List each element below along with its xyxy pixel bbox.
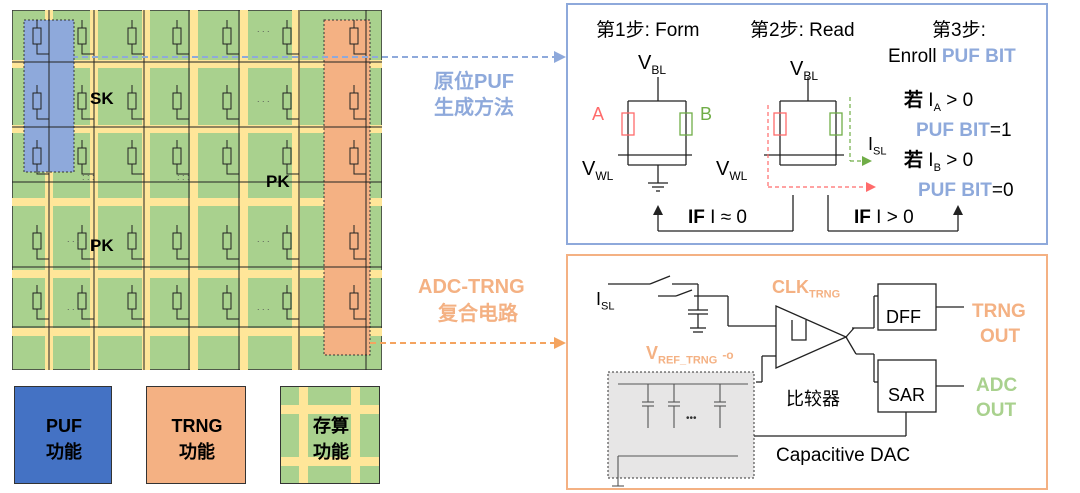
adc-out-2: OUT <box>976 400 1017 421</box>
legend-puf-line2: 功能 <box>46 442 82 462</box>
trng-vref: VREF_TRNG -o <box>646 343 734 367</box>
puf-rule-a: 若 IA > 0 <box>904 90 974 114</box>
puf-if-2: IF I > 0 <box>854 207 914 228</box>
puf-if-1: IF I ≈ 0 <box>688 207 748 228</box>
puf-vwl-1: VWL <box>582 158 614 183</box>
trng-sar: SAR <box>888 385 926 405</box>
trng-panel: ISL CLKTRNG VREF_TRNG -o DFF SAR TRNG OU… <box>566 254 1048 490</box>
svg-text:: : :: : : : <box>177 172 190 182</box>
trng-out-1: TRNG <box>972 301 1026 322</box>
cdac-box <box>607 371 755 479</box>
puf-isl: ISL <box>868 134 887 158</box>
trng-circuit <box>607 275 964 487</box>
puf-circuit <box>618 77 963 232</box>
puf-step3-bit: PUF BIT <box>941 46 1016 67</box>
array-label-pk-2: PK <box>90 236 114 255</box>
puf-step3-enroll: Enroll <box>888 46 937 67</box>
svg-text:. . .: . . . <box>257 302 270 312</box>
adc-trng-line1: ADC-TRNG <box>418 276 525 298</box>
puf-panel: 第1步: Form 第2步: Read 第3步: Enroll PUF BIT … <box>566 3 1048 245</box>
puf-step3-line1: 第3步: <box>932 20 986 41</box>
trng-column <box>323 19 371 356</box>
trng-out-2: OUT <box>980 326 1021 347</box>
puf-step1: 第1步: Form <box>596 20 700 41</box>
legend-trng-line1: TRNG <box>171 416 223 436</box>
puf-rule-b: 若 IB > 0 <box>904 150 974 174</box>
adc-out-1: ADC <box>976 375 1018 396</box>
puf-rule-a-result: PUF BIT=1 <box>916 120 1012 141</box>
adc-trng-line2: 复合电路 <box>438 303 518 325</box>
puf-method-line1: 原位PUF <box>434 71 514 93</box>
puf-step3-line2: Enroll PUF BIT <box>888 47 1016 66</box>
puf-step2: 第2步: Read <box>750 20 855 41</box>
cdac-label: Capacitive DAC <box>776 445 911 466</box>
legend-trng-line2: 功能 <box>179 442 215 462</box>
svg-text:. . .: . . . <box>257 234 270 244</box>
svg-text:: : :: : : : <box>82 172 95 182</box>
svg-text:. . .: . . . <box>257 94 270 104</box>
array-label-sk: SK <box>90 89 114 108</box>
puf-label-a: A <box>592 104 605 124</box>
trng-dff: DFF <box>886 307 921 327</box>
puf-vbl-2: VBL <box>790 58 819 83</box>
trng-clk: CLKTRNG <box>772 277 841 301</box>
legend-compute-line2: 功能 <box>313 442 349 462</box>
legend-trng: TRNG 功能 <box>146 386 246 484</box>
cdac-ellipsis: ••• <box>686 413 697 424</box>
trng-isl: ISL <box>596 289 615 313</box>
legend-compute: 存算 功能 <box>280 386 380 484</box>
puf-method-line2: 生成方法 <box>434 97 514 119</box>
legend-puf-line1: PUF <box>46 416 82 436</box>
puf-vbl-1: VBL <box>638 52 667 77</box>
svg-text:. . .: . . . <box>67 302 80 312</box>
comparator-label: 比较器 <box>786 389 840 409</box>
array-graphic: . . . . . . . . . . . . . . . . . . : : … <box>12 10 382 370</box>
svg-text:. . .: . . . <box>67 234 80 244</box>
puf-vwl-2: VWL <box>716 158 748 183</box>
puf-label-b: B <box>700 104 713 124</box>
svg-text:. . .: . . . <box>257 24 270 34</box>
legend-compute-line1: 存算 <box>313 416 349 436</box>
memory-array: . . . . . . . . . . . . . . . . . . : : … <box>12 10 382 370</box>
array-label-pk-1: PK <box>266 172 290 191</box>
puf-rule-b-result: PUF BIT=0 <box>918 180 1014 201</box>
legend-puf: PUF 功能 <box>14 386 112 484</box>
